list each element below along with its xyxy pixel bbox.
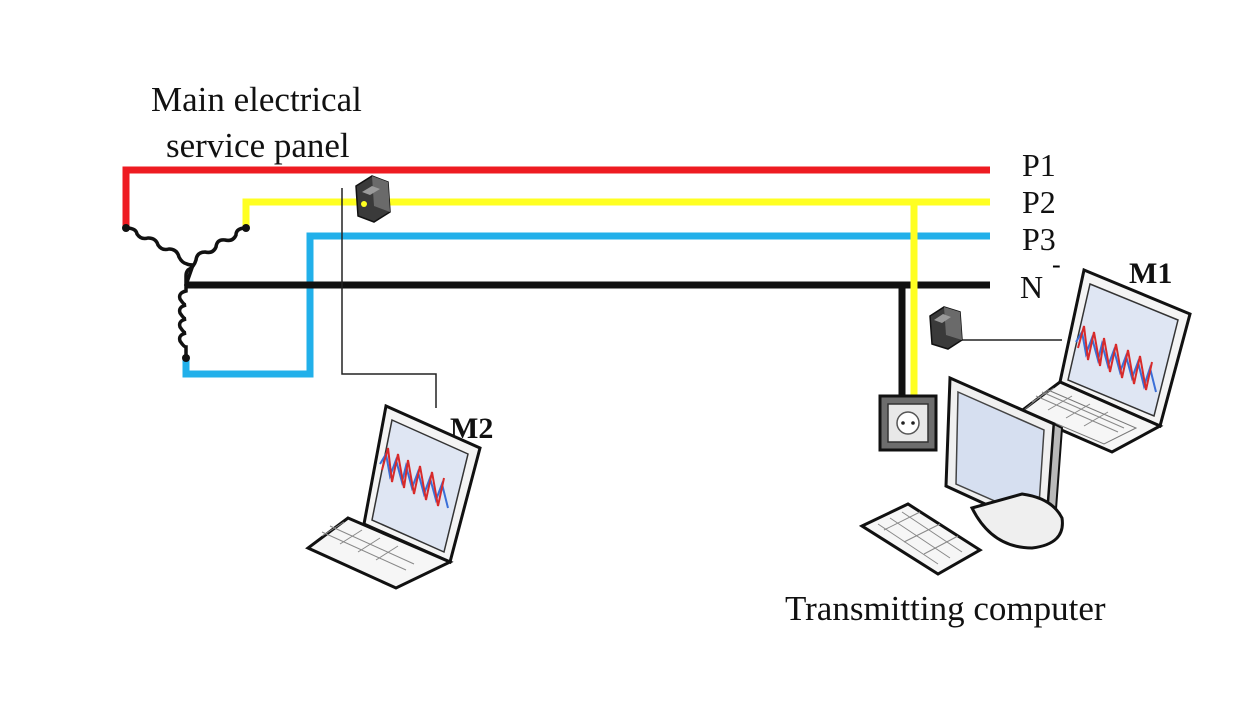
wye-transformer-coils: [124, 226, 248, 360]
coil-right: [184, 226, 248, 287]
desktop-computer: [858, 375, 1064, 576]
computer-caption: Transmitting computer: [785, 589, 1106, 628]
coil-left: [124, 226, 196, 287]
label-p2: P2: [1022, 184, 1056, 220]
coil-terminal-bottom: [182, 354, 190, 362]
coil-terminal-left: [122, 224, 130, 232]
laptop-m1: [1017, 267, 1192, 454]
laptop-m2: [305, 403, 482, 590]
line-p3: [182, 232, 990, 378]
current-clamp-m2: [341, 175, 437, 408]
m2-waveform: [379, 447, 449, 509]
coil-bottom: [177, 283, 188, 360]
label-p1: P1: [1022, 147, 1056, 183]
label-m1: M1: [1129, 257, 1172, 290]
panel-title-line1: Main electrical: [151, 80, 362, 119]
label-p3: P3: [1022, 221, 1056, 257]
line-p2: [242, 198, 990, 228]
line-p1: [122, 166, 990, 228]
coil-terminal-right: [242, 224, 250, 232]
label-n-sign: -: [1052, 250, 1061, 279]
monitor-stand: [969, 492, 1064, 550]
label-n: N: [1020, 269, 1043, 305]
current-clamp-m1: [929, 306, 1062, 350]
bus-lines: [122, 166, 990, 398]
wall-outlet: [878, 394, 938, 452]
m1-waveform: [1075, 325, 1157, 393]
panel-title-line2: service panel: [166, 126, 350, 165]
